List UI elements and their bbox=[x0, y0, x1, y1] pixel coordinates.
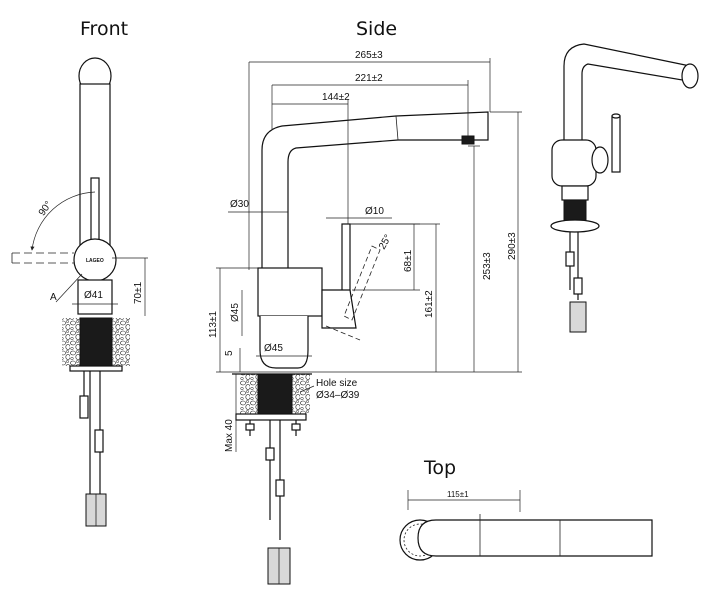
front-section-label: A bbox=[50, 292, 57, 303]
dim-lever-reach: 144±2 bbox=[322, 92, 350, 103]
side-body bbox=[257, 267, 323, 317]
iso-body bbox=[551, 139, 597, 187]
side-lever-alt bbox=[343, 245, 381, 321]
iso-lever bbox=[611, 115, 621, 173]
front-body-height: 70±1 bbox=[133, 281, 144, 304]
dim-pipe-dia: Ø30 bbox=[230, 199, 249, 210]
side-lever-rod bbox=[341, 223, 351, 295]
dim-lever-base-height: 161±2 bbox=[424, 290, 435, 318]
dim-lever-dia: Ø10 bbox=[365, 206, 384, 217]
front-rotation-arc bbox=[30, 191, 96, 251]
side-worktop-left bbox=[240, 374, 258, 414]
front-lever-rod bbox=[90, 177, 100, 249]
side-lever-cap bbox=[321, 289, 357, 329]
dim-max-thickness: Max 40 bbox=[224, 419, 235, 452]
dim-spout-height: 253±3 bbox=[482, 252, 493, 280]
dim-top-width: 115±1 bbox=[447, 490, 469, 499]
dim-base-dia: Ø45 bbox=[264, 343, 283, 354]
top-view-title: Top bbox=[424, 457, 457, 479]
front-worktop-right bbox=[112, 318, 130, 366]
side-spout bbox=[261, 111, 489, 268]
dim-overall-reach: 265±3 bbox=[355, 50, 383, 61]
side-nozzle bbox=[461, 135, 475, 145]
iso-view bbox=[550, 43, 699, 333]
side-view-title: Side bbox=[356, 18, 398, 40]
dim-lever-angle: 25° bbox=[377, 233, 394, 252]
front-body-dia: Ø41 bbox=[84, 290, 103, 301]
top-view: 115±1 bbox=[399, 490, 653, 561]
front-mount-block bbox=[79, 317, 113, 367]
dim-lever-height: 68±1 bbox=[403, 249, 414, 272]
front-body bbox=[77, 279, 113, 315]
front-rotation-label: 90° bbox=[37, 199, 55, 218]
iso-spout bbox=[563, 43, 697, 150]
front-worktop-left bbox=[62, 318, 80, 366]
side-mount-block bbox=[257, 373, 293, 415]
dim-spout-reach: 221±2 bbox=[355, 73, 383, 84]
hole-size-value: Ø34–Ø39 bbox=[316, 390, 360, 401]
top-spout bbox=[417, 519, 653, 557]
side-body-base bbox=[259, 316, 309, 369]
hole-size-label: Hole size bbox=[316, 378, 358, 389]
front-brand-mark: LAGEO bbox=[86, 258, 104, 264]
front-view: LAGEO 90° A Ø41 70±1 bbox=[11, 57, 148, 527]
front-view-title: Front bbox=[80, 18, 129, 40]
dim-base-gap: 5 bbox=[224, 350, 235, 356]
iso-mount bbox=[563, 199, 587, 223]
iso-weight bbox=[569, 301, 587, 333]
side-worktop-right bbox=[292, 374, 310, 414]
side-view: 265±3 221±2 144±2 Ø30 Ø10 25° 68±1 161±2… bbox=[208, 50, 522, 585]
dim-total-height: 290±3 bbox=[507, 232, 518, 260]
dim-body-dia-side: Ø45 bbox=[230, 303, 241, 322]
dim-body-height: 113±1 bbox=[208, 311, 219, 338]
